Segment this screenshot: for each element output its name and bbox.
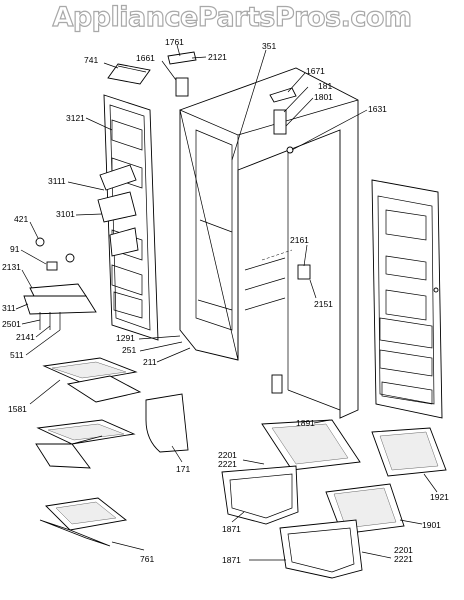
callout-2221b: 2221 bbox=[394, 554, 413, 564]
callout-351: 351 bbox=[262, 41, 276, 51]
callout-labels: 1761 2121 351 741 1661 1671 181 1801 163… bbox=[2, 37, 449, 565]
callout-1871b: 1871 bbox=[222, 555, 241, 565]
callout-1901: 1901 bbox=[422, 520, 441, 530]
callout-2121: 2121 bbox=[208, 52, 227, 62]
callout-1661: 1661 bbox=[136, 53, 155, 63]
callout-421: 421 bbox=[14, 214, 28, 224]
callout-3101: 3101 bbox=[56, 209, 75, 219]
callout-1291: 1291 bbox=[116, 333, 135, 343]
callout-741: 741 bbox=[84, 55, 98, 65]
callout-2141: 2141 bbox=[16, 332, 35, 342]
watermark: AppliancePartsPros.com bbox=[52, 1, 413, 33]
cabinet-body bbox=[179, 67, 359, 419]
callout-1871a: 1871 bbox=[222, 524, 241, 534]
dispenser-parts bbox=[23, 164, 139, 330]
crisper-drawers bbox=[221, 419, 447, 579]
top-parts bbox=[107, 51, 297, 154]
callout-2221a: 2221 bbox=[218, 459, 237, 469]
callout-1671: 1671 bbox=[306, 66, 325, 76]
callout-1891: 1891 bbox=[296, 418, 315, 428]
callout-3111: 3111 bbox=[48, 176, 66, 186]
callout-251: 251 bbox=[122, 345, 136, 355]
callout-1761: 1761 bbox=[165, 37, 184, 47]
callout-2201a: 2201 bbox=[218, 450, 237, 460]
callout-1581: 1581 bbox=[8, 404, 27, 414]
callout-1921: 1921 bbox=[430, 492, 449, 502]
callout-2501: 2501 bbox=[2, 319, 21, 329]
callout-2201b: 2201 bbox=[394, 545, 413, 555]
callout-3121: 3121 bbox=[66, 113, 85, 123]
freezer-shelves bbox=[35, 357, 142, 547]
callout-1801: 1801 bbox=[314, 92, 333, 102]
callout-211: 211 bbox=[143, 357, 157, 367]
callout-2131: 2131 bbox=[2, 262, 21, 272]
callout-181: 181 bbox=[318, 81, 332, 91]
callout-511: 511 bbox=[10, 350, 24, 360]
fresh-food-door bbox=[371, 179, 443, 419]
callout-171: 171 bbox=[176, 464, 190, 474]
callout-311: 311 bbox=[2, 303, 16, 313]
leader-lines bbox=[15, 44, 438, 561]
cover-panel bbox=[145, 393, 189, 453]
callout-2161: 2161 bbox=[290, 235, 309, 245]
callout-761: 761 bbox=[140, 554, 154, 564]
callout-91: 91 bbox=[10, 244, 20, 254]
callout-1631: 1631 bbox=[368, 104, 387, 114]
callout-2151: 2151 bbox=[314, 299, 333, 309]
